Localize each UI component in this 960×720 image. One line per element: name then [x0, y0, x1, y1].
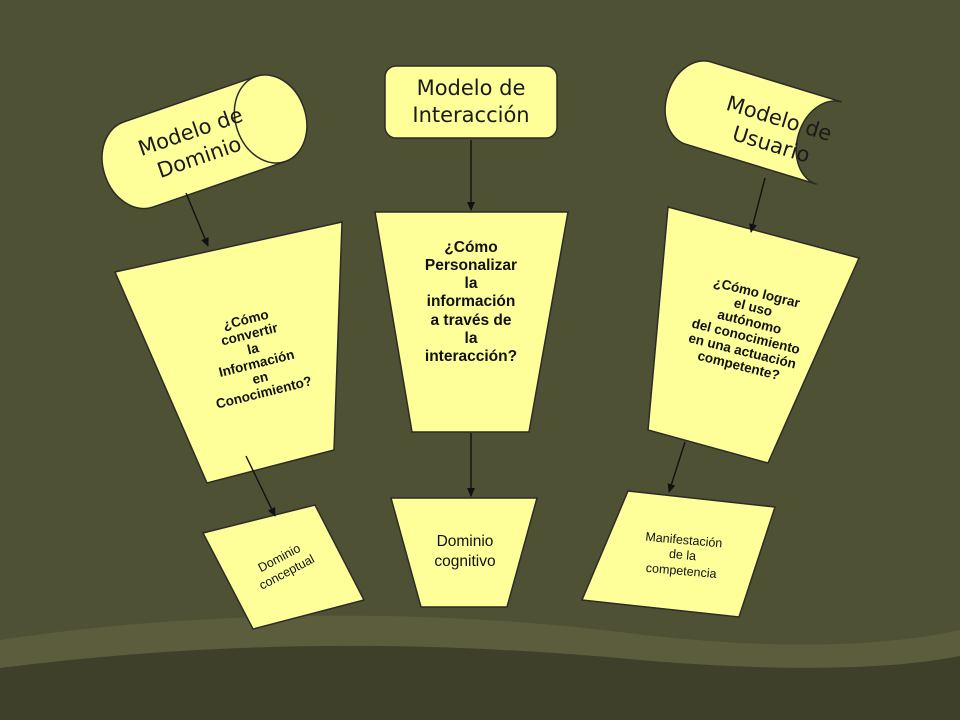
interaction-outcome-shape: [390, 497, 538, 608]
footer-wave-accent: [0, 645, 960, 720]
domain-model-shape: [101, 74, 308, 210]
interaction-model-shape: [384, 65, 558, 139]
domain-question-shape: [113, 221, 343, 484]
domain-outcome-shape: [201, 504, 366, 630]
user-outcome-shape: [580, 490, 777, 618]
arrow-domain-question-to-outcome: [245, 455, 276, 517]
arrow-user-model-to-question: [749, 177, 766, 233]
interaction-question-shape: [374, 211, 569, 433]
user-model-shape: [664, 60, 843, 185]
arrow-domain-model-to-question: [185, 192, 209, 247]
arrow-user-question-to-outcome: [667, 441, 686, 493]
user-question-shape: [647, 206, 861, 464]
